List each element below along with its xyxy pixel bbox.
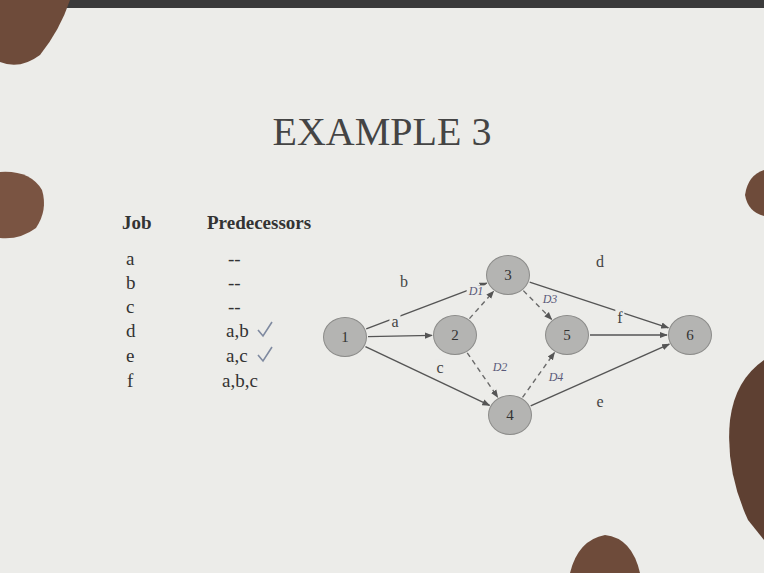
activity-arrow — [590, 334, 667, 335]
check-mark — [258, 347, 272, 361]
hand — [729, 360, 764, 540]
table-cell: -- — [228, 272, 241, 294]
node-number: 6 — [686, 327, 694, 344]
dummy-label: D1 — [467, 285, 486, 298]
table-cell: d — [126, 320, 136, 342]
node-number: 4 — [506, 407, 514, 424]
table-cell: -- — [228, 296, 241, 318]
column-header: Predecessors — [207, 212, 311, 234]
node-number: 1 — [341, 329, 349, 346]
node-number: 2 — [451, 327, 459, 344]
dummy-label: D4 — [547, 371, 566, 384]
finger — [570, 535, 640, 573]
activity-label: a — [389, 313, 400, 331]
node-number: 3 — [504, 267, 512, 284]
table-cell: b — [126, 272, 136, 294]
slide-title: EXAMPLE 3 — [0, 108, 764, 155]
dummy-label: D2 — [491, 361, 510, 374]
column-header: Job — [122, 212, 152, 234]
activity-label: c — [434, 359, 445, 377]
dummy-activity — [467, 353, 498, 397]
hand — [0, 0, 70, 65]
check-mark — [258, 322, 272, 336]
table-cell: a,c — [226, 345, 248, 367]
table-cell: a — [126, 248, 134, 270]
table-cell: a,b — [226, 320, 249, 342]
table-cell: e — [126, 345, 134, 367]
event-circle: 1 — [323, 317, 367, 357]
dummy-label: D3 — [541, 293, 560, 306]
activity-label: d — [594, 253, 606, 271]
event-circle: 4 — [488, 395, 532, 435]
event-circle: 3 — [486, 255, 530, 295]
table-cell: f — [127, 370, 133, 392]
top-edge — [0, 0, 764, 8]
event-circle: 2 — [433, 315, 477, 355]
event-circle: 6 — [668, 315, 712, 355]
activity-arrow — [368, 335, 432, 336]
activity-label: b — [398, 273, 410, 291]
finger — [0, 172, 44, 238]
table-cell: c — [126, 296, 134, 318]
finger — [745, 170, 764, 216]
table-cell: a,b,c — [222, 370, 258, 392]
activity-label: f — [615, 309, 624, 327]
table-cell: -- — [228, 248, 241, 270]
event-circle: 5 — [545, 315, 589, 355]
activity-label: e — [594, 393, 605, 411]
node-number: 5 — [563, 327, 571, 344]
activity-arrow — [365, 347, 489, 406]
